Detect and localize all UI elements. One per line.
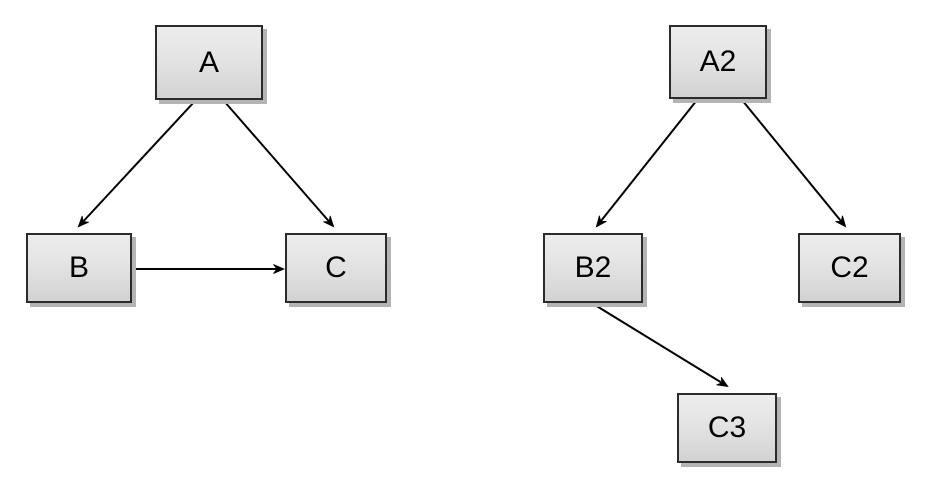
node-b2-label: B2 [574, 251, 612, 284]
edge-b2-to-c3 [594, 304, 729, 388]
node-a[interactable]: A [155, 25, 263, 100]
node-c[interactable]: C [285, 233, 387, 303]
node-c-label: C [325, 251, 347, 284]
edge-a-to-c [223, 100, 335, 228]
edge-a-to-b [77, 100, 196, 228]
edge-a2-to-c2 [741, 99, 847, 228]
node-c3[interactable]: C3 [677, 393, 777, 463]
node-a2-label: A2 [699, 45, 737, 78]
node-b2[interactable]: B2 [543, 233, 643, 303]
node-b[interactable]: B [26, 233, 132, 303]
node-a-label: A [198, 45, 219, 79]
node-a2[interactable]: A2 [669, 25, 767, 99]
edge-a2-to-b2 [595, 99, 698, 228]
node-b-label: B [68, 251, 89, 284]
node-c2[interactable]: C2 [798, 233, 901, 303]
node-c3-label: C3 [707, 411, 747, 444]
node-c2-label: C2 [830, 251, 869, 284]
